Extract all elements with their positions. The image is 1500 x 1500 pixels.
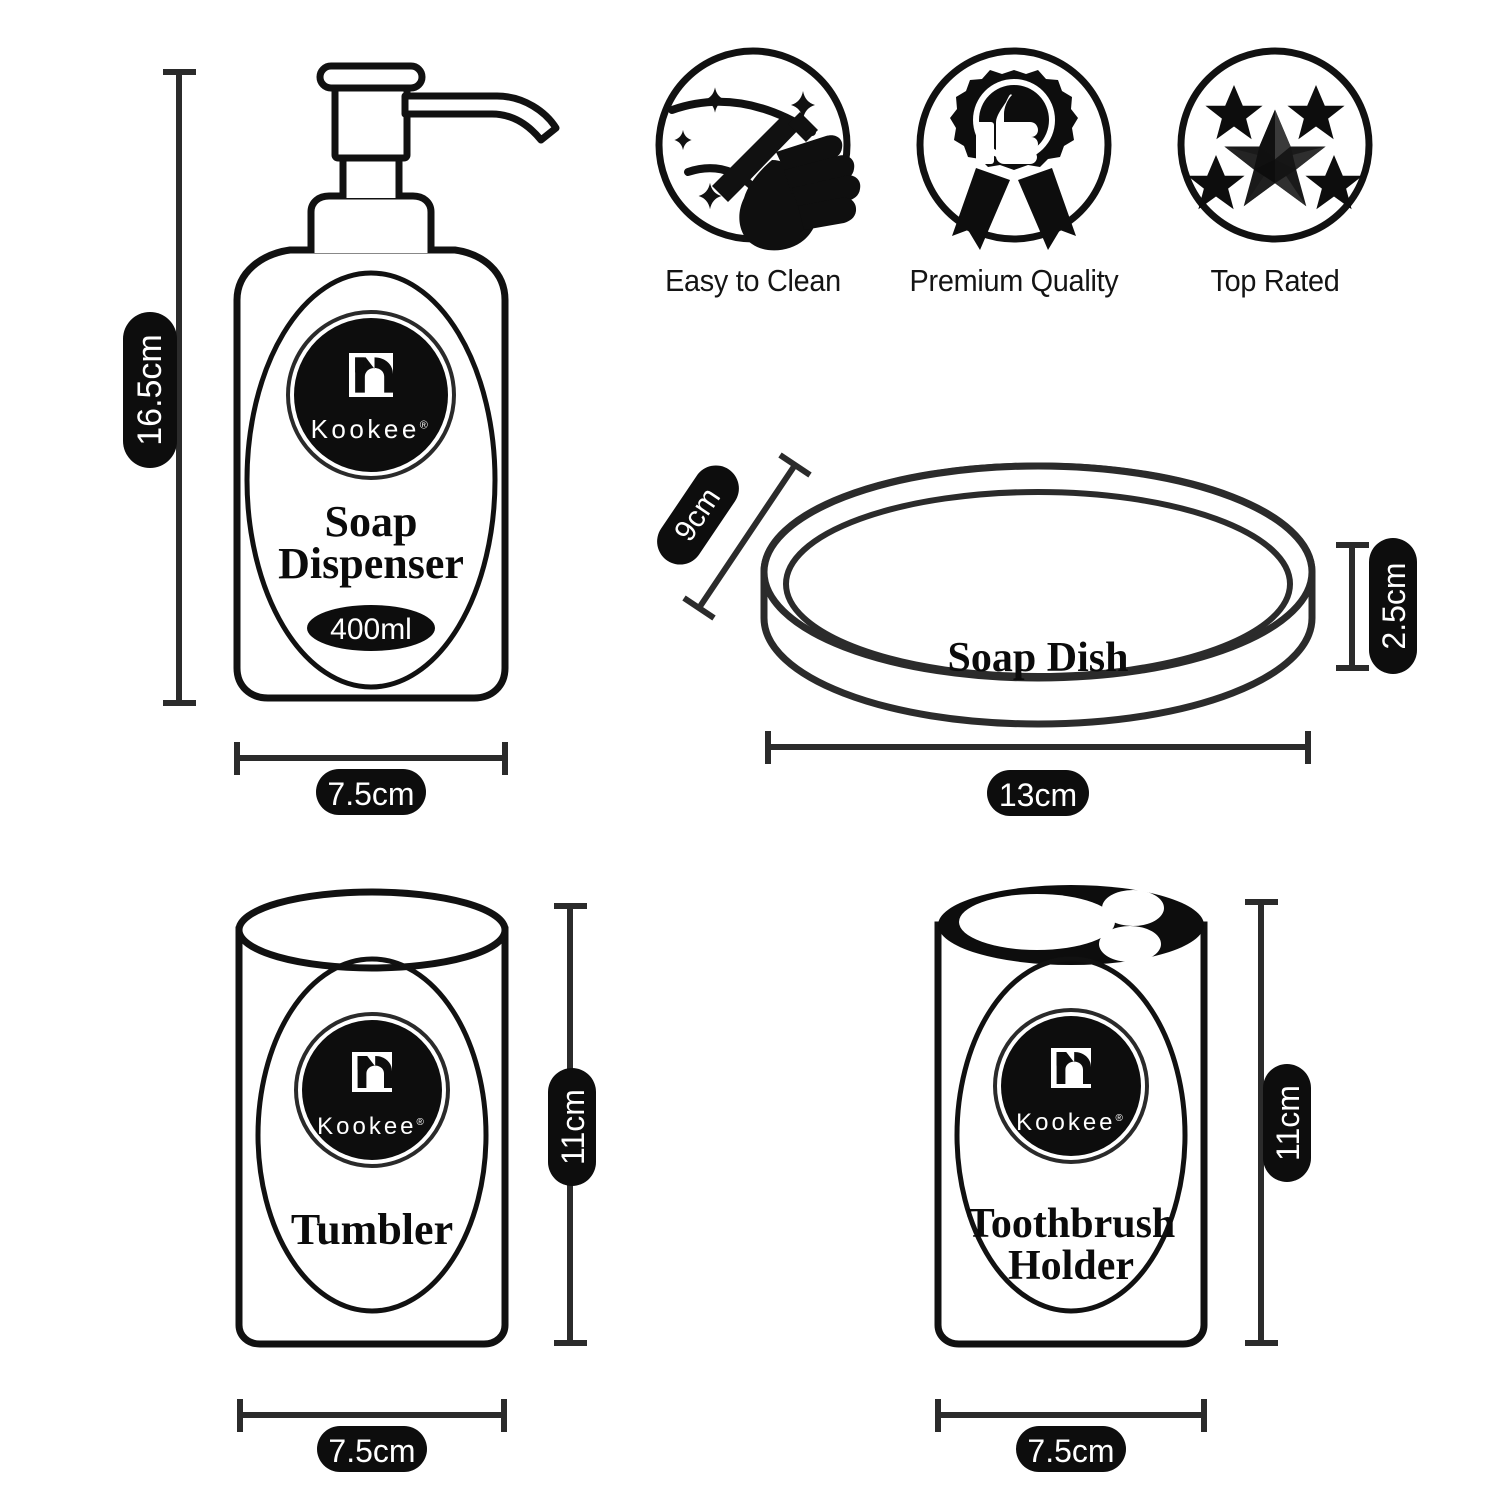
product-title-toothbrush-holder-line1: Toothbrush xyxy=(966,1201,1176,1247)
product-capacity-400ml: 400ml xyxy=(330,613,412,646)
dimension-pill-dispenser-height: 16.5cm xyxy=(123,312,177,468)
badge-caption-easy-to-clean: Easy to Clean xyxy=(665,263,841,298)
badge-premium-quality-icon xyxy=(916,47,1112,250)
dimension-dish-height xyxy=(1336,542,1369,671)
badge-caption-premium-quality: Premium Quality xyxy=(909,263,1119,298)
dimension-pill-dispenser-width: 7.5cm xyxy=(316,769,426,815)
brand-wordmark-holder: Kookee® xyxy=(996,1109,1146,1137)
brand-name-text: Kookee xyxy=(1016,1109,1116,1136)
dimension-value: 11cm xyxy=(555,1089,591,1165)
brand-wordmark-tumbler: Kookee® xyxy=(297,1113,447,1141)
dimension-pill-dish-depth: 9cm xyxy=(648,456,748,574)
registered-mark: ® xyxy=(419,419,432,432)
registered-mark: ® xyxy=(1115,1113,1126,1124)
dimension-value: 11cm xyxy=(1270,1085,1306,1161)
dimension-holder-width xyxy=(935,1399,1207,1432)
badge-easy-to-clean-icon xyxy=(655,47,861,251)
dimension-pill-body: 16.5cm xyxy=(123,312,177,468)
dimension-value: 9cm xyxy=(668,481,728,548)
dimension-value: 7.5cm xyxy=(327,776,415,812)
badge-caption-top-rated: Top Rated xyxy=(1210,263,1340,298)
brand-name-text: Kookee xyxy=(310,414,420,444)
dimension-value: 16.5cm xyxy=(131,334,169,446)
dimension-dish-depth xyxy=(682,452,812,621)
dimension-value: 7.5cm xyxy=(328,1433,416,1469)
dimension-tumbler-width xyxy=(237,1399,507,1432)
badge-top-rated-icon xyxy=(1177,47,1373,243)
dimension-pill-body: 11cm xyxy=(1263,1064,1311,1182)
product-soap-dispenser-drawing xyxy=(233,62,560,702)
dimension-pill-dish-width: 13cm xyxy=(987,770,1089,816)
dimension-dispenser-width xyxy=(234,742,508,775)
product-title-soap-dispenser-line2: Dispenser xyxy=(278,539,464,588)
product-title-tumbler: Tumbler xyxy=(290,1205,454,1254)
registered-mark: ® xyxy=(416,1117,427,1128)
dimension-pill-tumbler-height: 11cm xyxy=(548,1068,596,1186)
dimension-value: 7.5cm xyxy=(1027,1433,1115,1469)
product-tumbler-drawing xyxy=(235,888,509,1348)
dimension-dish-width xyxy=(765,731,1311,764)
product-toothbrush-holder-drawing xyxy=(934,885,1208,1348)
dimension-pill-holder-height: 11cm xyxy=(1263,1064,1311,1182)
brand-name-text: Kookee xyxy=(317,1113,417,1140)
product-title-soap-dispenser-line1: Soap xyxy=(324,497,418,546)
dimension-value: 13cm xyxy=(998,777,1078,813)
dimension-pill-dish-height: 2.5cm xyxy=(1368,537,1418,674)
dimension-pill-body: 11cm xyxy=(548,1068,596,1186)
dimension-pill-body: 2.5cm xyxy=(1369,538,1417,674)
dimension-dispenser-height xyxy=(163,69,196,706)
product-title-toothbrush-holder-line2: Holder xyxy=(1008,1243,1134,1289)
dimension-pill-holder-width: 7.5cm xyxy=(1016,1426,1126,1472)
dimension-value: 2.5cm xyxy=(1376,562,1412,650)
product-title-soap-dish: Soap Dish xyxy=(947,635,1129,681)
dimension-holder-height xyxy=(1245,899,1278,1346)
product-soap-dish-drawing xyxy=(760,462,1316,728)
dimension-pill-tumbler-width: 7.5cm xyxy=(317,1426,427,1472)
brand-wordmark-dispenser: Kookee® xyxy=(291,414,451,445)
